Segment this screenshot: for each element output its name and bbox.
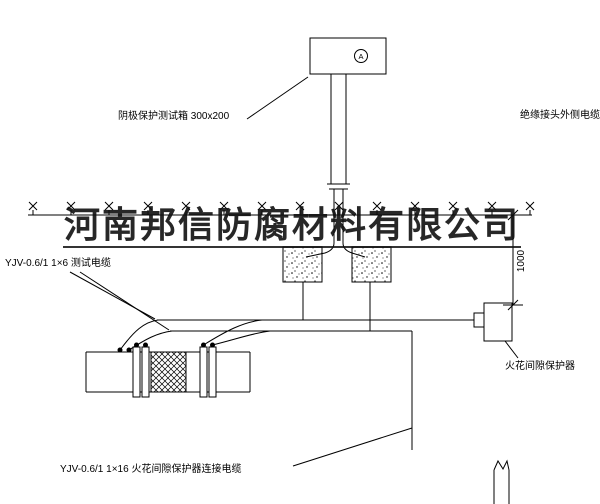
flange-bar xyxy=(199,346,208,398)
dimension-tick xyxy=(507,299,519,311)
test-box-label: 阴极保护测试箱 300x200 xyxy=(118,109,230,122)
pipe-break-symbol xyxy=(493,459,510,504)
watermark-text: 河南邦信防腐材料有限公司 xyxy=(63,204,522,248)
riser-conduit xyxy=(305,74,366,258)
flange-bar xyxy=(208,346,217,398)
cable-runs xyxy=(157,282,474,450)
insulating-joint xyxy=(150,351,187,393)
spark-gap-label: 火花间隙保护器 xyxy=(505,359,575,372)
connect-cable-label: YJV-0.6/1 1×16 火花间隙保护器连接电缆 xyxy=(60,462,241,475)
weld-dot xyxy=(143,342,148,348)
test-cables xyxy=(119,319,271,351)
concrete-block-right xyxy=(351,246,392,283)
leader-line xyxy=(504,340,519,359)
leader-lines xyxy=(69,76,413,467)
dimension-tick xyxy=(507,209,519,221)
ammeter-circle-icon xyxy=(354,49,368,63)
ammeter-letter: A xyxy=(358,52,363,61)
outside-cable-label: 绝缘接头外侧电缆 xyxy=(520,108,600,121)
flange-bar xyxy=(132,346,141,398)
test-cable-label: YJV-0.6/1 1×6 测试电缆 xyxy=(5,256,111,269)
concrete-block-left xyxy=(282,246,323,283)
dimension-1000 xyxy=(503,209,523,311)
pipeline xyxy=(85,342,251,398)
spark-gap-protector xyxy=(473,302,519,359)
test-box xyxy=(309,37,387,75)
dimension-text: 1000 xyxy=(516,249,527,272)
flange-bar xyxy=(141,346,150,398)
